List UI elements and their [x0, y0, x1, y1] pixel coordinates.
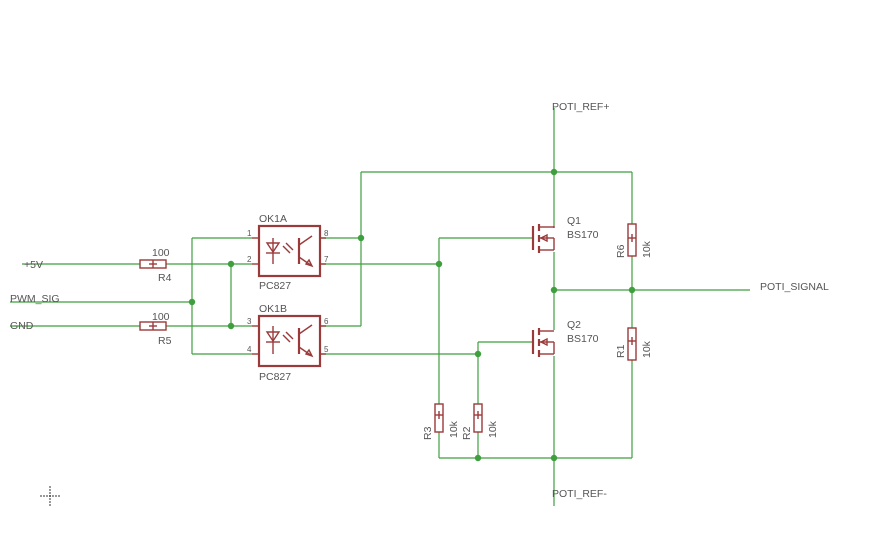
wires: [10, 108, 750, 506]
r3-value: 10k: [448, 420, 460, 438]
r2-value: 10k: [487, 420, 499, 438]
net-label-ref-minus: POTI_REF-: [552, 488, 607, 500]
svg-text:4: 4: [247, 345, 252, 354]
resistor-r2[interactable]: R2 10k: [461, 403, 499, 440]
r4-value: 100: [152, 247, 170, 259]
r5-value: 100: [152, 311, 170, 323]
r6-value: 10k: [641, 240, 653, 258]
origin-marker: [40, 486, 60, 506]
ok1b-part: PC827: [259, 371, 291, 383]
mosfet-q2[interactable]: Q2 BS170: [531, 319, 599, 357]
r5-name: R5: [158, 335, 172, 347]
svg-text:8: 8: [324, 229, 329, 238]
r6-name: R6: [615, 244, 627, 258]
resistor-r1[interactable]: R1 10k: [615, 327, 653, 361]
r1-value: 10k: [641, 340, 653, 358]
svg-text:2: 2: [247, 255, 252, 264]
svg-text:5: 5: [324, 345, 329, 354]
resistor-r3[interactable]: R3 10k: [422, 403, 460, 440]
svg-text:3: 3: [247, 317, 252, 326]
optocoupler-ok1b[interactable]: 3 4 6 5 OK1B PC827: [247, 303, 329, 383]
resistor-r4[interactable]: 100 R4: [139, 247, 172, 284]
r2-name: R2: [461, 426, 473, 440]
net-label-ref-plus: POTI_REF+: [552, 101, 609, 113]
resistor-r5[interactable]: 100 R5: [139, 311, 172, 347]
net-label-5v: +5V: [24, 259, 43, 271]
r3-name: R3: [422, 426, 434, 440]
r1-name: R1: [615, 344, 627, 358]
q1-part: BS170: [567, 229, 599, 241]
net-label-signal: POTI_SIGNAL: [760, 281, 829, 293]
junctions: [188, 168, 636, 462]
ok1a-part: PC827: [259, 280, 291, 292]
ok1b-name: OK1B: [259, 303, 287, 315]
optocoupler-ok1a[interactable]: 1 2 8 7 OK1A PC827: [247, 213, 329, 292]
net-label-gnd: GND: [10, 320, 34, 332]
resistor-r6[interactable]: R6 10k: [615, 223, 653, 258]
q1-name: Q1: [567, 215, 581, 227]
svg-text:1: 1: [247, 229, 252, 238]
svg-text:6: 6: [324, 317, 329, 326]
ok1a-name: OK1A: [259, 213, 287, 225]
q2-part: BS170: [567, 333, 599, 345]
net-labels: +5V PWM_SIG GND POTI_REF+ POTI_REF- POTI…: [10, 101, 829, 500]
mosfet-q1[interactable]: Q1 BS170: [531, 215, 599, 253]
net-label-pwm: PWM_SIG: [10, 293, 60, 305]
r4-name: R4: [158, 272, 172, 284]
q2-name: Q2: [567, 319, 581, 331]
svg-text:7: 7: [324, 255, 329, 264]
